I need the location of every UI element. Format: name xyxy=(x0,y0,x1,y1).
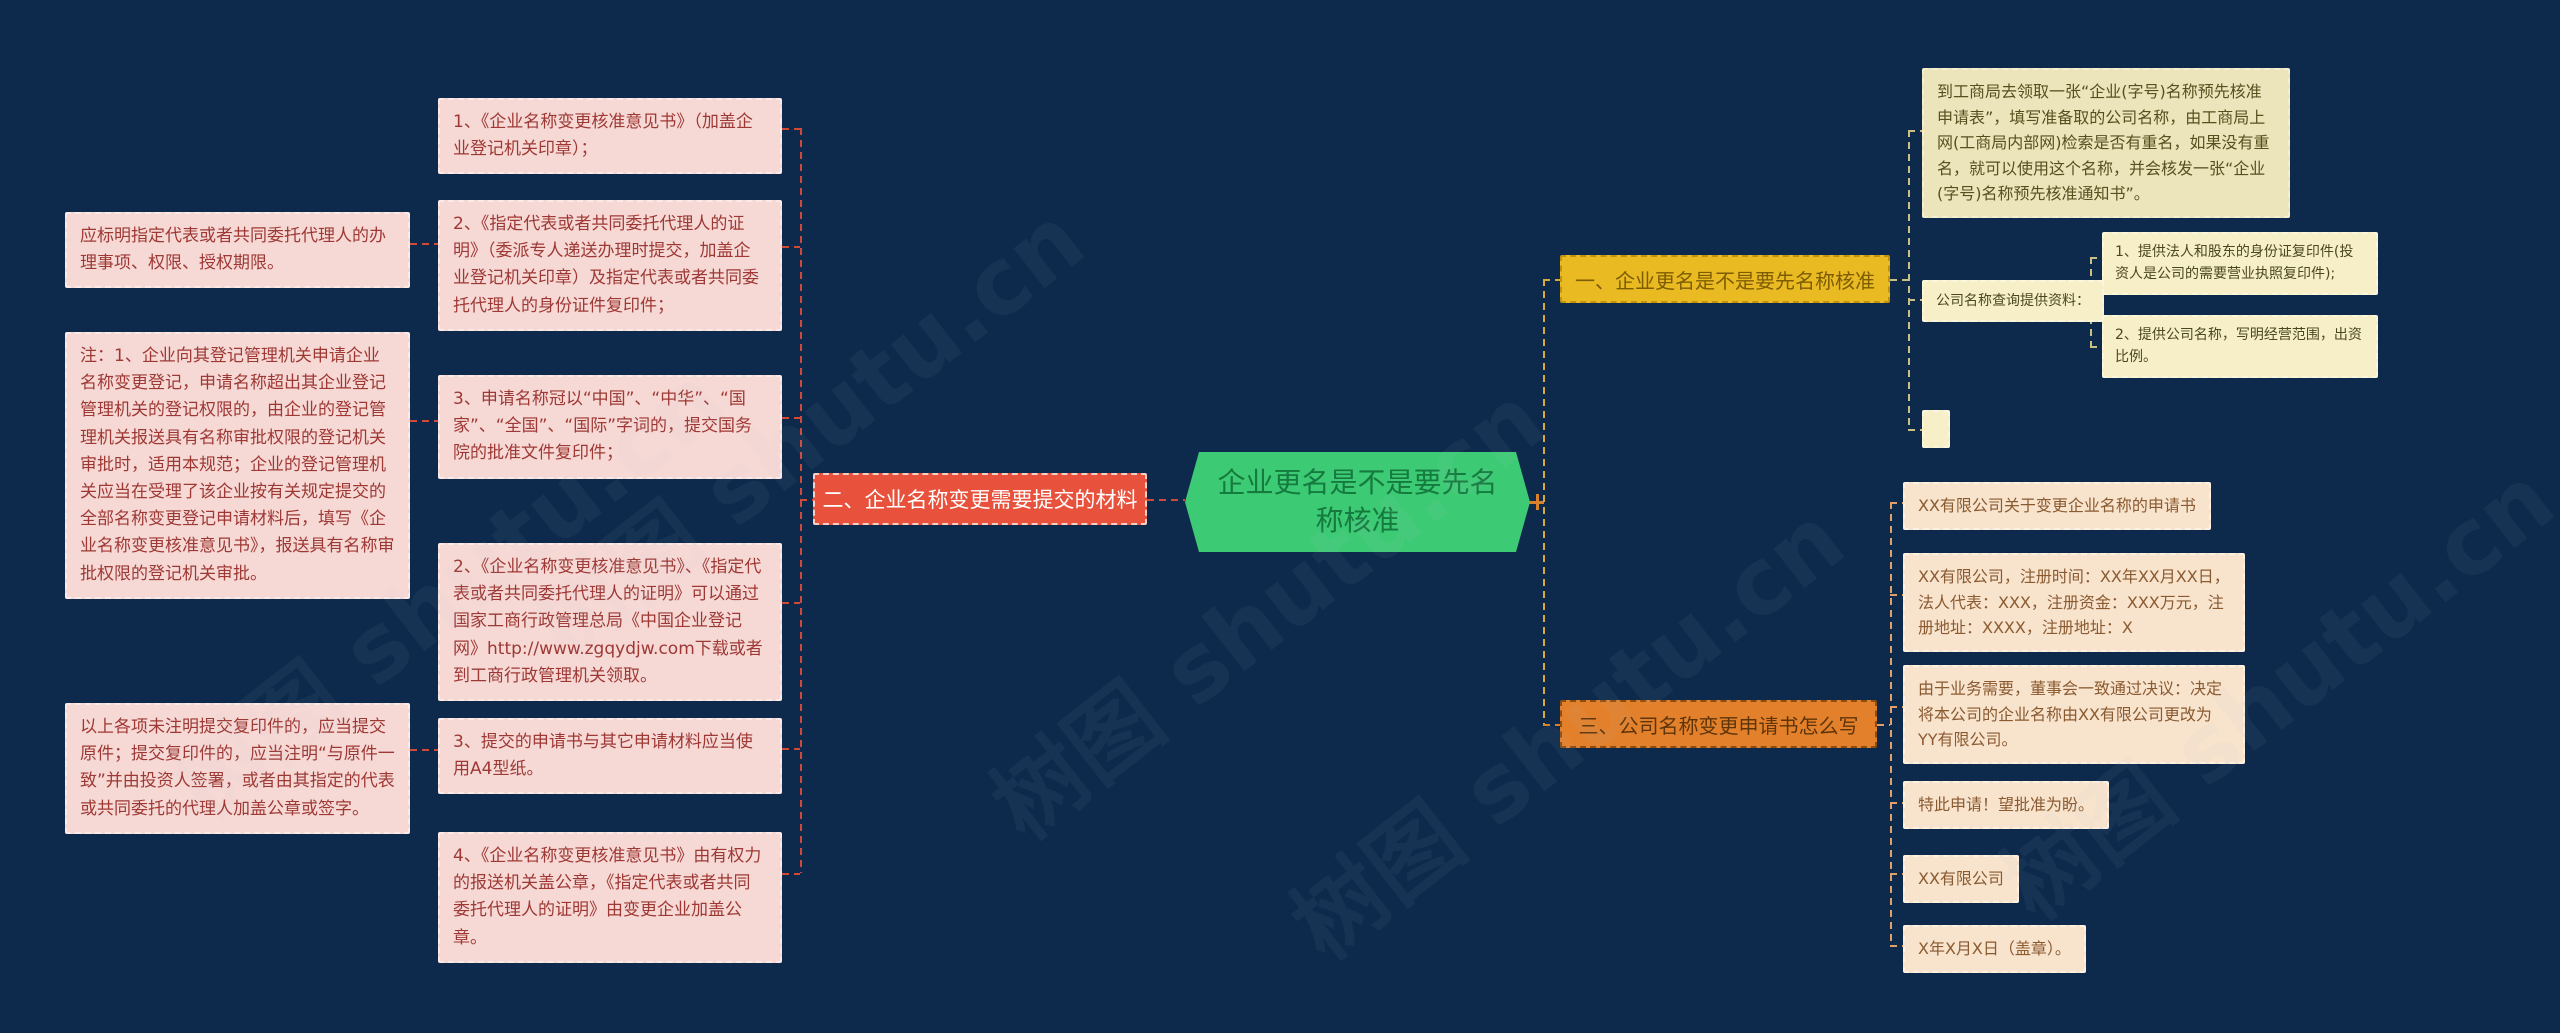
branch-node-1[interactable]: 一、企业更名是不是要先名称核准 xyxy=(1560,255,1890,303)
query-material-item-node[interactable]: 1、提供法人和股东的身份证复印件(投资人是公司的需要营业执照复印件); xyxy=(2102,232,2378,295)
connector xyxy=(782,602,800,604)
material-item-node[interactable]: 2、《企业名称变更核准意见书》、《指定代表或者共同委托代理人的证明》可以通过国家… xyxy=(438,543,782,701)
application-date-node[interactable]: X年X月X日（盖章）。 xyxy=(1903,925,2086,973)
connector xyxy=(800,499,813,501)
query-materials-label-node[interactable]: 公司名称查询提供资料： xyxy=(1922,280,2104,323)
connector xyxy=(1877,724,1890,726)
connector xyxy=(1908,299,1922,301)
note-node[interactable]: 应标明指定代表或者共同委托代理人的办理事项、权限、授权期限。 xyxy=(65,212,410,289)
connector xyxy=(1543,279,1545,725)
connector xyxy=(782,128,800,130)
application-title-node[interactable]: XX有限公司关于变更企业名称的申请书 xyxy=(1903,482,2211,530)
application-body-node[interactable]: 由于业务需要，董事会一致通过决议：决定将本公司的企业名称由XX有限公司更改为YY… xyxy=(1903,665,2245,764)
empty-node[interactable] xyxy=(1922,410,1950,448)
connector xyxy=(1147,499,1185,501)
material-item-node[interactable]: 3、申请名称冠以“中国”、“中华”、“国家”、“全国”、“国际”字词的，提交国务… xyxy=(438,375,782,479)
connector xyxy=(782,417,800,419)
connector xyxy=(1890,279,1908,281)
material-item-node[interactable]: 1、《企业名称变更核准意见书》（加盖企业登记机关印章）； xyxy=(438,98,782,175)
material-item-node[interactable]: 3、提交的申请书与其它申请材料应当使用A4型纸。 xyxy=(438,718,782,795)
connector xyxy=(1890,706,1903,708)
note-node[interactable]: 注：1、企业向其登记管理机关申请企业名称变更登记，申请名称超出其企业登记管理机关… xyxy=(65,332,410,599)
connector xyxy=(410,243,438,245)
connector xyxy=(782,873,800,875)
connector xyxy=(2090,257,2102,259)
branch-node-3[interactable]: 三、公司名称变更申请书怎么写 xyxy=(1560,700,1877,748)
query-material-item-node[interactable]: 2、提供公司名称，写明经营范围，出资比例。 xyxy=(2102,315,2378,378)
connector xyxy=(782,246,800,248)
connector xyxy=(782,748,800,750)
precheck-intro-node[interactable]: 到工商局去领取一张“企业(字号)名称预先核准申请表”，填写准备取的公司名称，由工… xyxy=(1922,68,2290,218)
application-closing-node[interactable]: 特此申请！望批准为盼。 xyxy=(1903,781,2110,829)
connector xyxy=(1527,501,1544,504)
connector xyxy=(1908,130,1910,429)
connector xyxy=(1890,502,1892,945)
connector xyxy=(410,420,438,422)
branch-node-2[interactable]: 二、企业名称变更需要提交的材料 xyxy=(813,473,1147,525)
connector xyxy=(1890,802,1903,804)
connector xyxy=(1890,945,1903,947)
connector xyxy=(1908,429,1922,431)
connector xyxy=(1890,873,1903,875)
connector xyxy=(1908,130,1922,132)
connector xyxy=(410,749,438,751)
connector xyxy=(2090,346,2102,348)
material-item-node[interactable]: 4、《企业名称变更核准意见书》由有权力的报送机关盖公章，《指定代表或者共同委托代… xyxy=(438,832,782,963)
material-item-node[interactable]: 2、《指定代表或者共同委托代理人的证明》（委派专人递送办理时提交，加盖企业登记机… xyxy=(438,200,782,331)
application-body-node[interactable]: XX有限公司，注册时间：XX年XX月XX日，法人代表：XXX，注册资金：XXX万… xyxy=(1903,553,2245,652)
connector xyxy=(1543,724,1560,726)
connector xyxy=(1536,494,1539,510)
central-topic-node[interactable]: 企业更名是不是要先名称核准 xyxy=(1185,452,1530,552)
connector xyxy=(1890,594,1903,596)
note-node[interactable]: 以上各项未注明提交复印件的，应当提交原件；提交复印件的，应当注明“与原件一致”并… xyxy=(65,703,410,834)
application-signature-node[interactable]: XX有限公司 xyxy=(1903,855,2019,903)
connector xyxy=(1543,279,1560,281)
watermark: 树图 shutu.cn xyxy=(972,365,1564,861)
connector xyxy=(1890,502,1903,504)
